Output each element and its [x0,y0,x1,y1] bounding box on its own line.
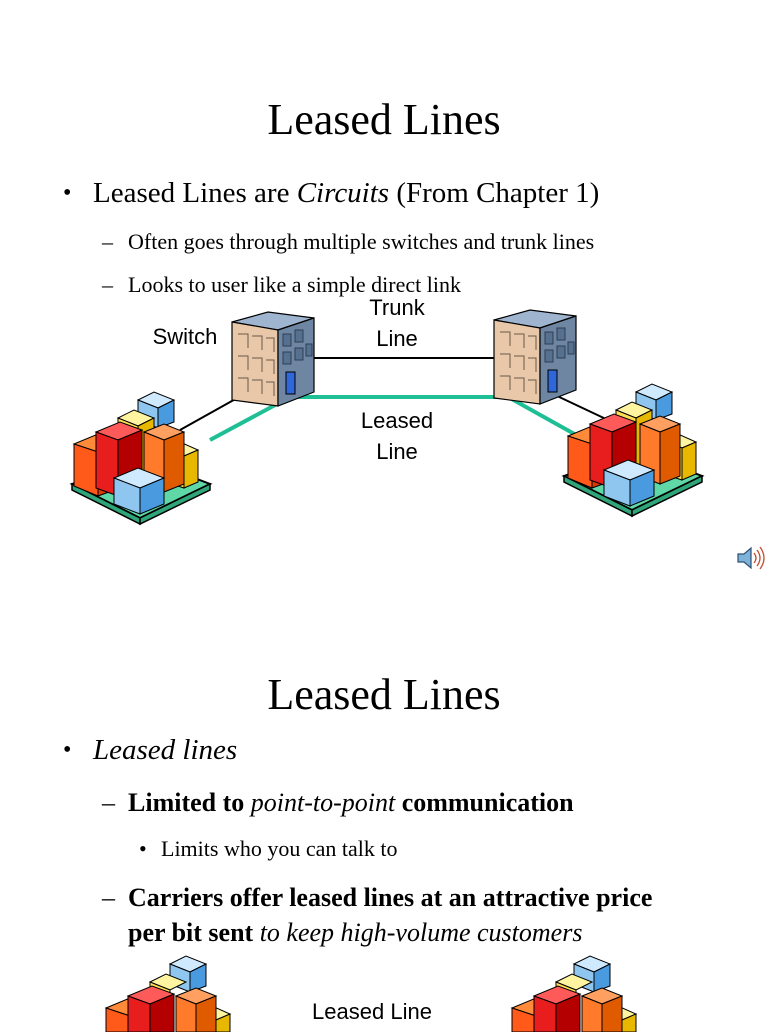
dash: – [102,883,115,912]
slide-2-bullet: • Leased lines [63,733,238,767]
sub1-suffix: communication [395,788,574,817]
slide-1-sub-1: – Often goes through multiple switches a… [102,229,595,255]
sub1-italic: point-to-point [250,788,396,817]
campus-icon [69,391,213,526]
leased-label-2: Line [376,439,418,464]
bullet-prefix: Leased Lines are [93,177,297,209]
dash: – [102,229,113,254]
sub-text: Looks to user like a simple direct link [128,272,461,297]
dash: – [102,788,115,817]
slide-1-title: Leased Lines [267,95,501,144]
sub2-line-2-italic: to keep high-volume customers [259,918,583,947]
slide-2-sub-2: – Carriers offer leased lines at an attr… [102,880,748,950]
bullet-dot-small: • [139,836,147,861]
building-icon [493,309,577,405]
bullet-dot: • [63,737,72,763]
dash: – [102,272,113,297]
campus-icon [561,383,705,518]
subsub-text: Limits who you can talk to [161,836,398,861]
right-access-line [554,394,609,421]
sub-text: Often goes through multiple switches and… [128,229,595,254]
switch-label: Switch [152,324,218,349]
slide-1-bullet: • Leased Lines are Circuits (From Chapte… [63,176,600,210]
campus-icon [104,955,232,1032]
leased-label-1: Leased [360,408,434,433]
campus-icon [510,955,638,1032]
bullet-dot: • [63,180,72,206]
sub2-line-1: Carriers offer leased lines at an attrac… [128,883,653,912]
slide-1-sub-2: – Looks to user like a simple direct lin… [102,272,461,298]
leased-line-label: Leased Line [312,999,432,1024]
building-icon [231,311,315,407]
slide-2-sub-1: – Limited to point-to-point communicatio… [102,785,574,820]
slide-2-title: Leased Lines [267,670,501,719]
sub2-line-2-prefix: per bit sent [128,918,260,947]
trunk-label-2: Line [376,326,418,351]
sub1-prefix: Limited to [128,788,251,817]
speaker-icon[interactable] [736,543,766,573]
leased-line [209,395,579,442]
trunk-label-1: Trunk [369,295,425,320]
slide-2-subsub: • Limits who you can talk to [139,836,398,862]
bullet-italic: Leased lines [93,734,238,766]
bullet-suffix: (From Chapter 1) [389,177,600,209]
bullet-italic: Circuits [296,177,390,209]
